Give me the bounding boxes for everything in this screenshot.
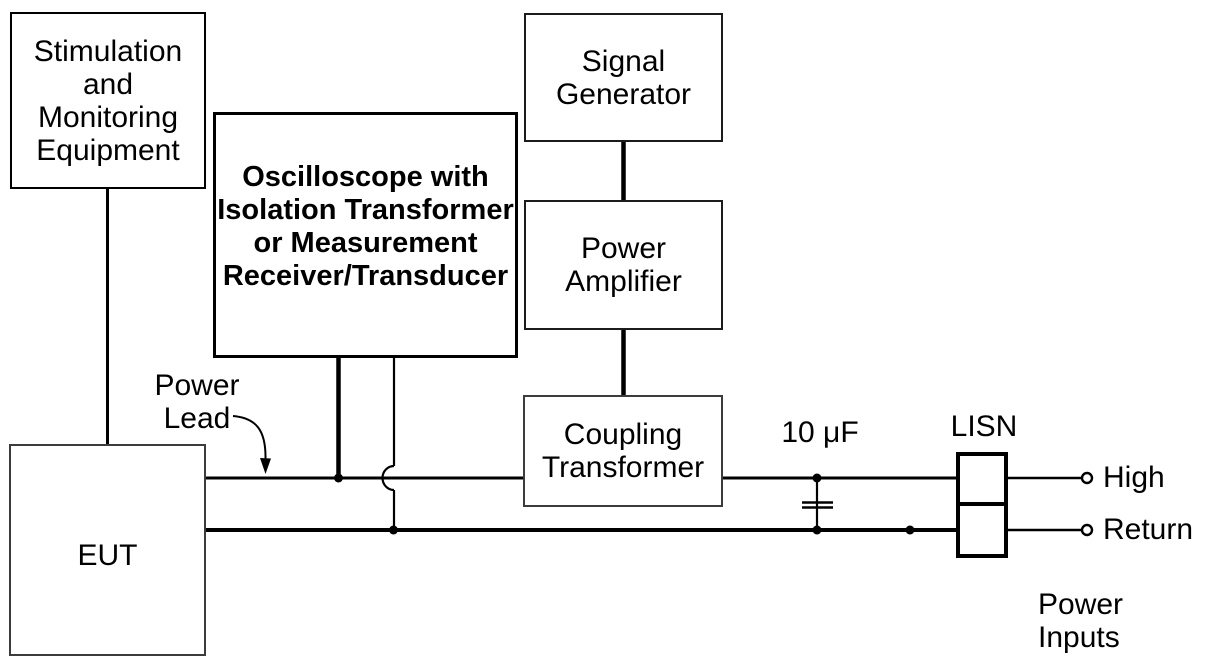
box-signal-generator: Signal Generator (524, 13, 723, 142)
power-lead-label: Power Lead (154, 369, 240, 435)
junction-dot-oscilloscope-high (334, 473, 343, 483)
high-terminal-label: High (1103, 461, 1165, 494)
box-power-amplifier: Power Amplifier (524, 200, 723, 330)
junction-dot-capacitor-high (812, 473, 822, 483)
power-lead-arrowhead-icon (260, 458, 271, 474)
terminal-circle-high (1080, 471, 1094, 485)
capacitor-value-label: 10 μF (781, 416, 859, 449)
return-terminal-label: Return (1103, 513, 1194, 546)
lisn-divider (960, 502, 1004, 506)
box-eut: EUT (9, 444, 206, 656)
power-lead-callout-curve (232, 415, 267, 460)
power-inputs-label: Power Inputs (1038, 588, 1124, 654)
lisn-label: LISN (950, 410, 1018, 443)
box-oscilloscope: Oscilloscope with Isolation Transformer … (213, 112, 518, 358)
junction-dot-capacitor-return (812, 525, 822, 535)
junction-dot-lisn-return (905, 525, 915, 535)
lisn-symbol (956, 452, 1008, 558)
box-coupling-transformer: Coupling Transformer (523, 395, 723, 507)
terminal-circle-return (1080, 523, 1094, 537)
junction-dot-oscilloscope-return (389, 525, 398, 535)
box-stimulation-monitoring-equipment: Stimulation and Monitoring Equipment (10, 12, 206, 189)
